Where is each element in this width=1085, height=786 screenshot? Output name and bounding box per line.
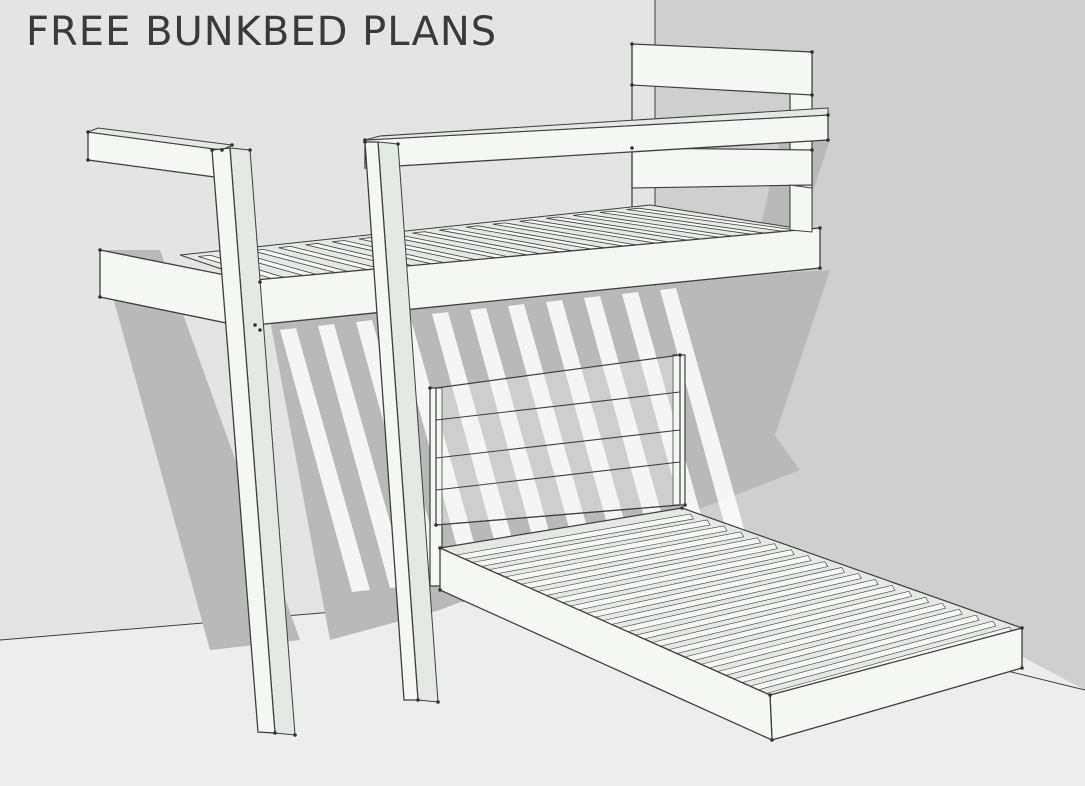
- headboard-line-4: [435, 504, 681, 526]
- headboard-line-3: [435, 461, 681, 491]
- vertex-dot: [230, 143, 234, 147]
- vertex-dot: [434, 523, 438, 527]
- front-posts: [211, 141, 439, 736]
- vertex-dot: [436, 700, 440, 704]
- headboard-board-bottom: [631, 147, 813, 189]
- page-title: FREE BUNKBED PLANS: [26, 9, 498, 55]
- vertex-dot: [363, 140, 367, 144]
- shadow-gap: [622, 292, 712, 556]
- vertex-dot: [248, 148, 252, 152]
- vertex-dot: [293, 733, 297, 737]
- vertex-dot: [396, 142, 400, 146]
- vertex-markers: [86, 42, 1024, 742]
- vertex-dot: [630, 146, 634, 150]
- vertex-dot: [810, 148, 814, 152]
- vertex-dot: [438, 546, 442, 550]
- vertex-dot: [438, 588, 442, 592]
- vertex-dot: [258, 328, 262, 332]
- slat-shadow-stripes: [280, 288, 750, 592]
- vertex-dot: [768, 693, 772, 697]
- vertex-dot: [683, 503, 687, 507]
- upper-right-side-rail: [789, 184, 813, 233]
- vertex-dot: [678, 353, 682, 357]
- vertex-dot: [826, 113, 830, 117]
- vertex-dot: [253, 323, 257, 327]
- vertex-dot: [630, 42, 634, 46]
- vertex-dot: [210, 148, 214, 152]
- vertex-dot: [98, 295, 102, 299]
- vertex-dot: [273, 731, 277, 735]
- lower-headboard: [429, 354, 686, 587]
- lower-bed: [437, 507, 1025, 742]
- vertex-dot: [86, 158, 90, 162]
- upper-top-rail-top: [364, 107, 829, 141]
- shadow-gap: [318, 324, 408, 588]
- vertex-dot: [818, 226, 822, 230]
- headboard-line-1: [435, 391, 681, 421]
- vertex-dot: [428, 386, 432, 390]
- vertex-dot: [1020, 626, 1024, 630]
- vertex-dot: [680, 506, 684, 510]
- vertex-dot: [630, 83, 634, 87]
- shadow-gap: [470, 308, 560, 572]
- vertex-dot: [818, 266, 822, 270]
- vertex-dot: [810, 50, 814, 54]
- vertex-dot: [770, 738, 774, 742]
- vertex-dot: [98, 248, 102, 252]
- vertex-dot: [810, 93, 814, 97]
- shadow-gap: [584, 296, 674, 560]
- headboard-line-2: [435, 429, 681, 459]
- shadow-gap: [280, 328, 370, 592]
- lower-slat-group: [452, 513, 1014, 699]
- vertex-dot: [826, 138, 830, 142]
- vertex-dot: [416, 698, 420, 702]
- shadow-gap: [432, 312, 522, 576]
- shadow-gap: [508, 304, 598, 568]
- vertex-dot: [1020, 666, 1024, 670]
- vertex-dot: [258, 280, 262, 284]
- vertex-dot: [86, 130, 90, 134]
- shadow-gap: [546, 300, 636, 564]
- shadow-gap: [660, 288, 750, 552]
- vertex-dot: [220, 148, 224, 152]
